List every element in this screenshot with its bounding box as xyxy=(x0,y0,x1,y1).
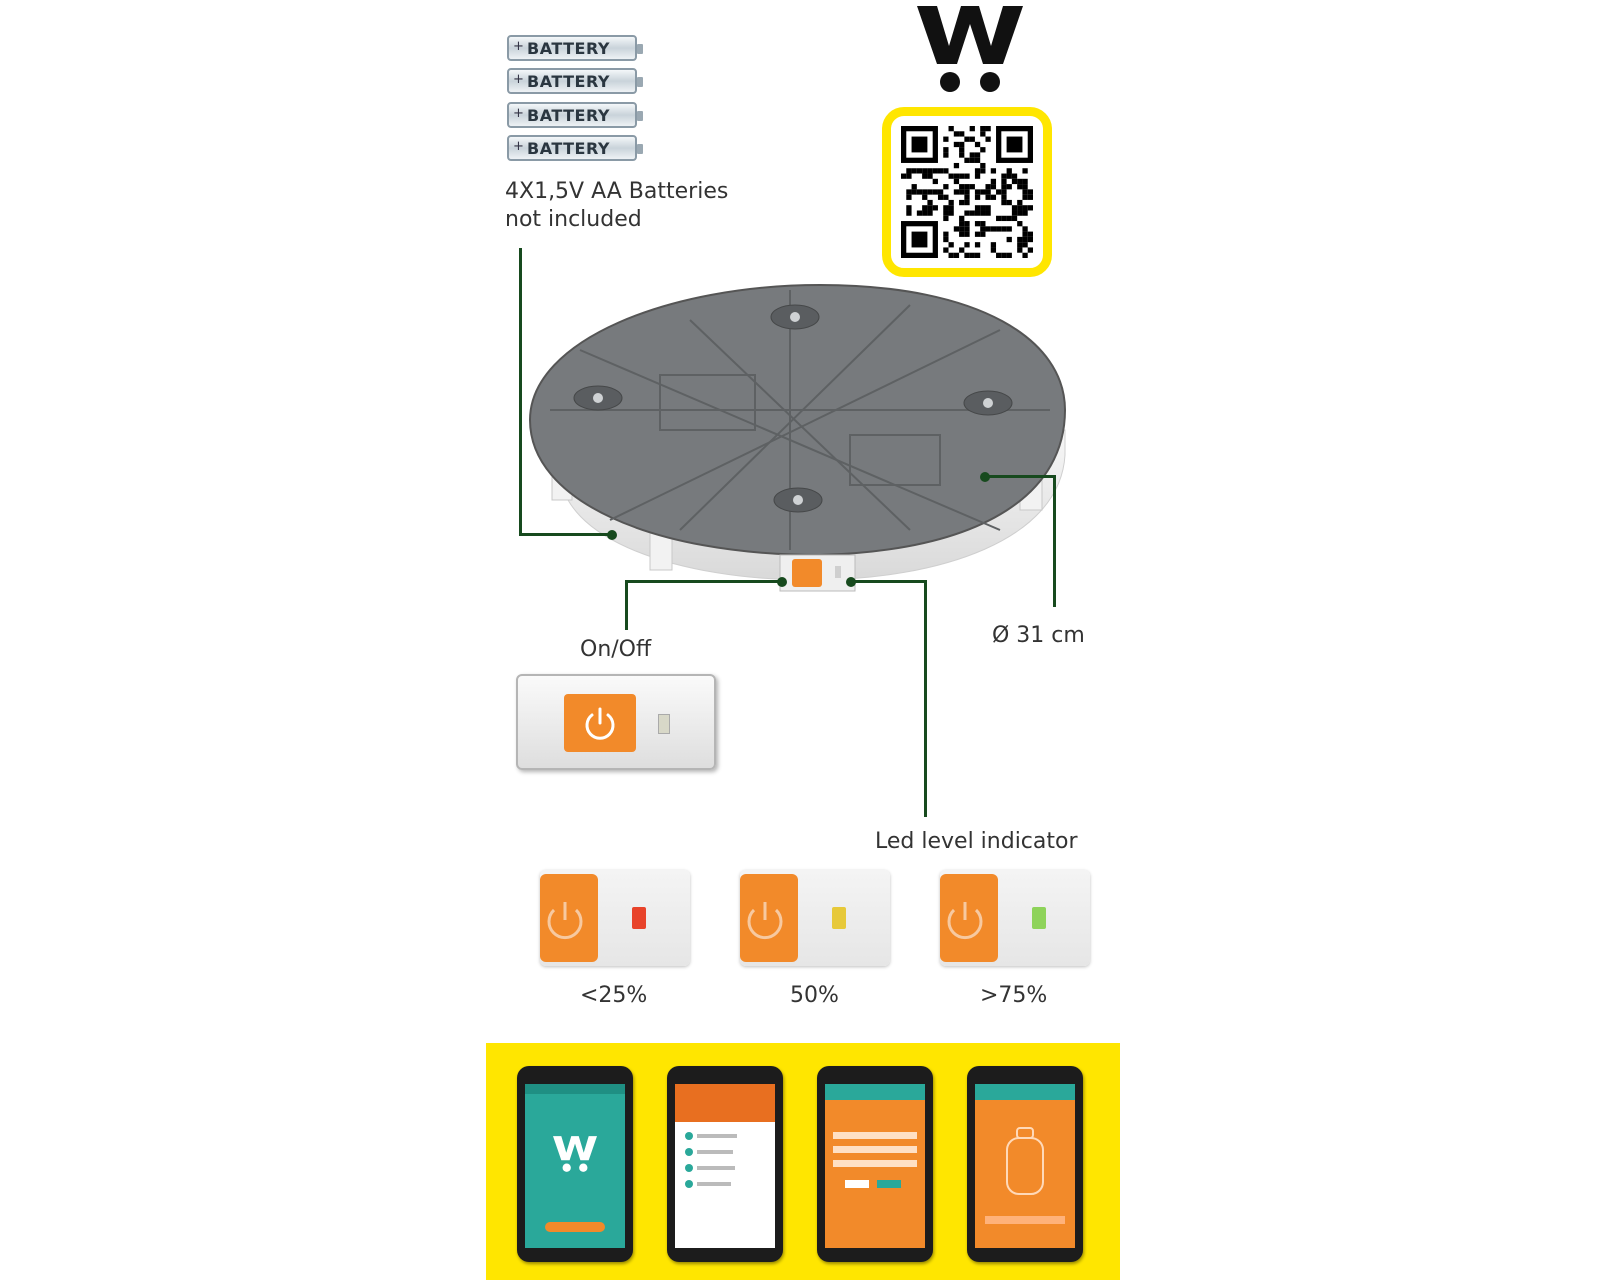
qr-code-icon xyxy=(901,126,1033,258)
phone-gas-level xyxy=(967,1066,1083,1262)
battery-leader-line xyxy=(519,533,611,536)
led-level-card-low xyxy=(540,870,690,966)
power-icon xyxy=(547,902,583,940)
app-gas-level-screen xyxy=(975,1084,1075,1248)
phone-splash xyxy=(517,1066,633,1262)
led-indicator-label: Led level indicator xyxy=(875,829,1078,854)
battery-icon: +BATTERY xyxy=(507,68,643,94)
led-indicator xyxy=(832,907,846,929)
diameter-leader-line xyxy=(985,475,1056,478)
onoff-leader-dot xyxy=(777,577,787,587)
device-plate-image xyxy=(528,283,1067,592)
battery-note-line1: 4X1,5V AA Batteries xyxy=(505,179,729,204)
level-label-low: <25% xyxy=(580,983,648,1008)
onoff-button-closeup xyxy=(516,674,716,770)
power-icon xyxy=(747,902,783,940)
qr-code-frame xyxy=(882,107,1052,277)
power-button xyxy=(540,874,598,962)
level-label-mid: 50% xyxy=(790,983,839,1008)
battery-icon: +BATTERY xyxy=(507,135,643,161)
onoff-leader-line xyxy=(625,580,782,583)
brand-w-logo-icon xyxy=(553,1136,597,1172)
led-indicator xyxy=(1032,907,1046,929)
power-button xyxy=(564,694,636,752)
diameter-label: Ø 31 cm xyxy=(992,623,1085,648)
app-splash-screen xyxy=(525,1084,625,1248)
phone-form xyxy=(817,1066,933,1262)
battery-leader-line xyxy=(519,248,522,536)
led-light xyxy=(658,714,670,734)
power-button xyxy=(740,874,798,962)
diameter-leader-line xyxy=(1053,475,1056,607)
battery-note-line2: not included xyxy=(505,207,642,232)
battery-leader-dot xyxy=(607,530,617,540)
led-level-card-high xyxy=(940,870,1090,966)
phone-menu xyxy=(667,1066,783,1262)
app-menu-screen xyxy=(675,1084,775,1248)
splash-button xyxy=(545,1222,605,1232)
onoff-leader-line xyxy=(625,580,628,630)
battery-icon: +BATTERY xyxy=(507,102,643,128)
led-indicator xyxy=(632,907,646,929)
power-button xyxy=(940,874,998,962)
app-form-screen xyxy=(825,1084,925,1248)
level-label-high: >75% xyxy=(980,983,1048,1008)
gas-bottle-icon xyxy=(1006,1127,1044,1195)
power-icon xyxy=(947,902,983,940)
led-level-card-mid xyxy=(740,870,890,966)
led-leader-line xyxy=(851,580,927,583)
brand-w-logo-icon xyxy=(917,6,1023,92)
led-leader-line xyxy=(924,580,927,817)
power-icon xyxy=(585,707,615,740)
battery-icon: +BATTERY xyxy=(507,35,643,61)
onoff-label: On/Off xyxy=(580,637,652,662)
